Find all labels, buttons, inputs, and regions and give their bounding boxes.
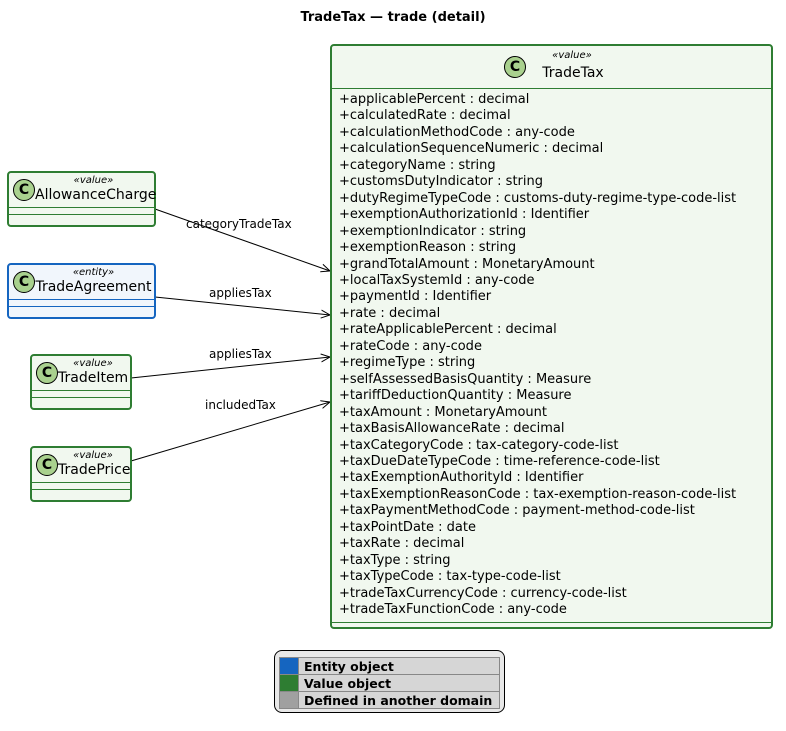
edge-allowancecharge xyxy=(154,208,330,271)
class-stereotype: «entity» xyxy=(72,267,115,278)
class-tradeagreement[interactable]: C «entity» TradeAgreement xyxy=(7,263,156,319)
class-name: TradePrice xyxy=(58,462,131,478)
class-stereotype: «value» xyxy=(552,50,592,61)
class-tradeprice[interactable]: C «value» TradePrice xyxy=(30,446,132,502)
class-stereotype: «value» xyxy=(73,450,113,461)
class-tradetax[interactable]: C «value» TradeTax +applicablePercent : … xyxy=(330,44,773,629)
attribute-row: +taxAmount : MonetaryAmount xyxy=(339,404,547,420)
edge-label-categorytradetax: categoryTradeTax xyxy=(186,217,292,231)
edge-tradeprice xyxy=(130,402,330,462)
legend-swatch-other-domain xyxy=(280,692,299,708)
attribute-row: +tradeTaxCurrencyCode : currency-code-li… xyxy=(339,585,627,601)
attribute-list: +applicablePercent : decimal+calculatedR… xyxy=(332,89,771,622)
attribute-row: +taxPointDate : date xyxy=(339,519,476,535)
attribute-row: +taxExemptionReasonCode : tax-exemption-… xyxy=(339,486,737,502)
attribute-row: +categoryName : string xyxy=(339,157,496,173)
attribute-row: +taxTypeCode : tax-type-code-list xyxy=(339,569,561,585)
legend-label: Value object xyxy=(304,675,392,691)
legend-row-other-domain: Defined in another domain xyxy=(279,692,500,709)
attribute-row: +regimeType : string xyxy=(339,355,476,371)
attribute-row: +calculationSequenceNumeric : decimal xyxy=(339,141,604,157)
class-icon: C xyxy=(13,179,35,201)
attribute-row: +taxRate : decimal xyxy=(339,536,465,552)
attribute-row: +dutyRegimeTypeCode : customs-duty-regim… xyxy=(339,190,737,206)
edge-label-appliestax-agreement: appliesTax xyxy=(209,286,272,300)
class-icon: C xyxy=(36,454,58,476)
legend: Entity object Value object Defined in an… xyxy=(274,650,505,713)
class-icon: C xyxy=(504,56,526,78)
attribute-row: +rateCode : any-code xyxy=(339,338,482,354)
diagram-title: TradeTax — trade (detail) xyxy=(300,10,486,25)
attribute-row: +taxExemptionAuthorityId : Identifier xyxy=(339,470,584,486)
class-tradeitem[interactable]: C «value» TradeItem xyxy=(30,354,132,410)
legend-swatch-entity xyxy=(280,658,299,674)
class-icon: C xyxy=(36,362,58,384)
class-stereotype: «value» xyxy=(73,175,114,186)
edge-label-includedtax: includedTax xyxy=(205,398,276,412)
legend-row-value: Value object xyxy=(279,675,500,692)
edge-tradeagreement xyxy=(154,296,330,315)
attribute-row: +customsDutyIndicator : string xyxy=(339,174,543,190)
attribute-row: +calculatedRate : decimal xyxy=(339,108,511,124)
attribute-row: +rateApplicablePercent : decimal xyxy=(339,322,557,338)
edge-label-appliestax-item: appliesTax xyxy=(209,347,272,361)
attribute-row: +paymentId : Identifier xyxy=(339,289,492,305)
attribute-row: +taxPaymentMethodCode : payment-method-c… xyxy=(339,503,695,519)
attribute-row: +applicablePercent : decimal xyxy=(339,92,530,107)
attribute-row: +selfAssessedBasisQuantity : Measure xyxy=(339,371,592,387)
attribute-row: +tradeTaxFunctionCode : any-code xyxy=(339,602,567,618)
class-name: TradeAgreement xyxy=(35,279,152,295)
edge-tradeitem xyxy=(130,357,330,379)
attribute-row: +tariffDeductionQuantity : Measure xyxy=(339,388,572,404)
attribute-row: +taxType : string xyxy=(339,552,451,568)
attribute-row: +taxCategoryCode : tax-category-code-lis… xyxy=(339,437,619,453)
class-allowancecharge[interactable]: C «value» AllowanceCharge xyxy=(7,171,156,227)
legend-swatch-value xyxy=(280,675,299,691)
legend-row-entity: Entity object xyxy=(279,657,500,675)
legend-label: Entity object xyxy=(304,658,394,674)
class-name: TradeItem xyxy=(58,370,129,386)
attribute-row: +taxBasisAllowanceRate : decimal xyxy=(339,421,565,437)
attribute-row: +exemptionAuthorizationId : Identifier xyxy=(339,207,590,223)
attribute-row: +exemptionReason : string xyxy=(339,240,517,256)
attribute-row: +rate : decimal xyxy=(339,305,441,321)
attribute-row: +calculationMethodCode : any-code xyxy=(339,124,575,140)
attribute-row: +exemptionIndicator : string xyxy=(339,223,527,239)
attribute-row: +taxDueDateTypeCode : time-reference-cod… xyxy=(339,453,660,469)
class-icon: C xyxy=(13,271,35,293)
class-stereotype: «value» xyxy=(73,358,113,369)
class-name: AllowanceCharge xyxy=(35,187,157,203)
legend-label: Defined in another domain xyxy=(304,692,493,708)
attribute-row: +grandTotalAmount : MonetaryAmount xyxy=(339,256,595,272)
class-name: TradeTax xyxy=(542,65,604,81)
attribute-row: +localTaxSystemId : any-code xyxy=(339,272,535,288)
